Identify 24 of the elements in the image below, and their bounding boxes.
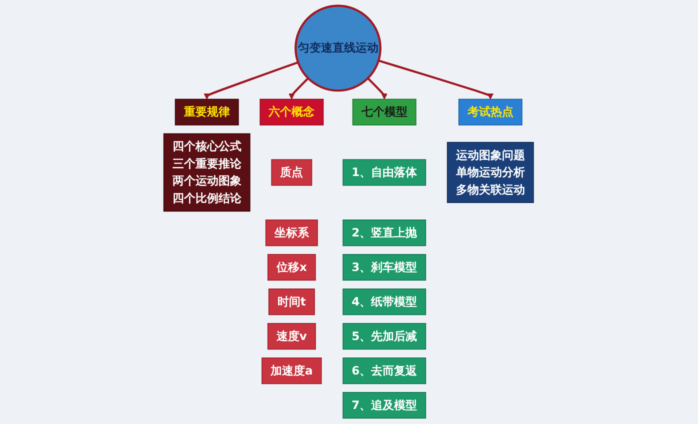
node-box: 时间t — [268, 288, 316, 316]
arrow — [367, 77, 388, 100]
node-box: 5、先加后减 — [342, 323, 426, 350]
node-box: 6、去而复返 — [342, 358, 426, 384]
arrow — [204, 61, 299, 100]
node-box: 重要规律 — [175, 98, 240, 126]
arrow — [288, 77, 310, 100]
node-box: 运动图象问题 单物运动分析 多物关联运动 — [447, 142, 534, 204]
node-box: 位移x — [268, 254, 316, 281]
node-box: 加速度a — [262, 358, 322, 384]
node-box: 1、自由落体 — [342, 159, 426, 186]
node-box: 六个概念 — [260, 98, 324, 126]
node-box: 七个模型 — [352, 98, 417, 126]
node-box: 3、刹车模型 — [342, 254, 426, 281]
node-box: 坐标系 — [266, 220, 318, 246]
node-box: 考试热点 — [458, 98, 523, 126]
node-box: 2、竖直上抛 — [342, 220, 426, 246]
node-box: 质点 — [272, 159, 312, 186]
node-circle: 匀变速直线运动 — [294, 4, 382, 92]
node-box: 四个核心公式 三个重要推论 两个运动图象 四个比例结论 — [164, 133, 251, 212]
node-box: 4、纸带模型 — [342, 288, 426, 316]
node-box: 速度v — [268, 323, 316, 350]
arrow — [378, 60, 494, 100]
node-box: 7、追及模型 — [342, 392, 426, 419]
